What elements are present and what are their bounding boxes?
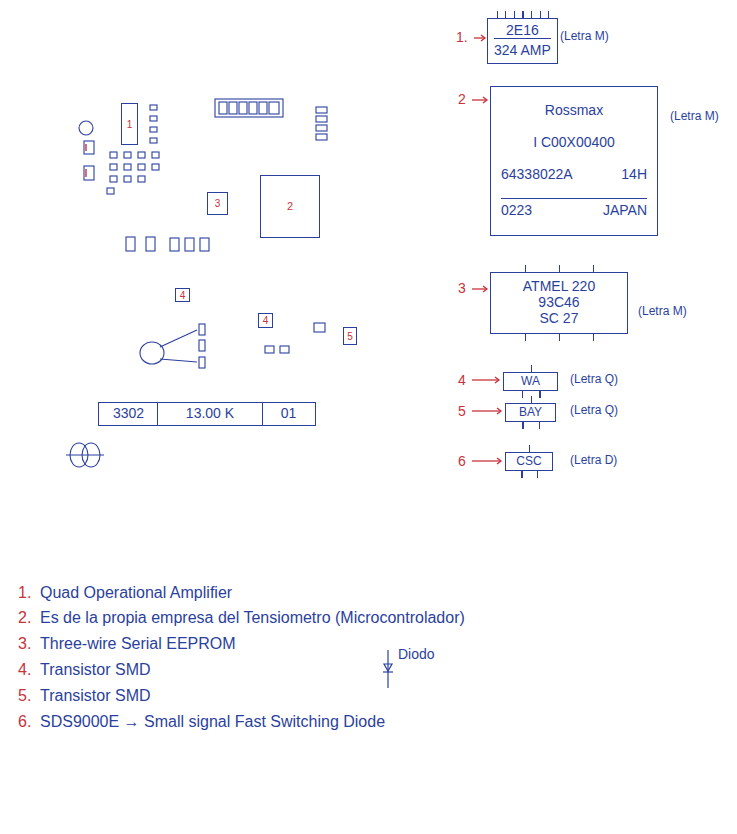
callout-number: 4 xyxy=(458,372,466,388)
chip-pin xyxy=(522,11,523,18)
callout-number: 5. xyxy=(18,687,31,705)
pcb-component: 4 xyxy=(175,288,190,302)
chip-marking: WA xyxy=(503,372,558,391)
note-text: Transistor SMD xyxy=(40,687,151,705)
chip-text: CSC xyxy=(516,455,541,468)
chip-text: BAY xyxy=(519,406,542,419)
chip-text: 14H xyxy=(621,167,647,182)
chip-pin xyxy=(514,11,515,18)
callout-number: 6. xyxy=(18,713,31,731)
diode-symbol xyxy=(383,650,393,688)
pcb-component: 2 xyxy=(260,175,320,238)
value-table: 330213.00 K01 xyxy=(98,402,316,426)
chip-text: 2E16 xyxy=(506,23,539,38)
note-text: Es de la propia empresa del Tensiometro … xyxy=(40,609,465,627)
callout-number: 3 xyxy=(458,280,466,296)
note-text: (Letra D) xyxy=(570,454,617,468)
chip-pin xyxy=(537,471,538,478)
chip-pin xyxy=(525,334,526,341)
note-text: Three-wire Serial EEPROM xyxy=(40,635,236,653)
chip-pin xyxy=(529,445,530,452)
callout-number: 5 xyxy=(458,403,466,419)
chip-text: I C00X00400 xyxy=(533,135,615,150)
note-text: (Letra M) xyxy=(638,305,687,319)
chip-pin xyxy=(531,11,532,18)
note-text: Transistor SMD xyxy=(40,661,151,679)
component-outline xyxy=(79,121,93,135)
chip-text: 0223 xyxy=(501,203,532,218)
chip-text: 64338022A xyxy=(501,167,573,182)
chip-pin xyxy=(539,391,540,398)
display-outline xyxy=(215,99,283,117)
chip-pin xyxy=(559,265,560,272)
chip-pin xyxy=(540,11,541,18)
chip-text: 93C46 xyxy=(538,295,579,310)
table-cell: 3302 xyxy=(100,403,157,424)
callout-number: 1 xyxy=(127,119,133,130)
pcb-component: 1 xyxy=(121,103,138,145)
chip-pin xyxy=(531,396,532,403)
callout-number: 6 xyxy=(458,453,466,469)
pcb-component: 3 xyxy=(207,192,228,215)
chip-text: SC 27 xyxy=(540,311,579,326)
chip-text: JAPAN xyxy=(603,203,647,218)
chip-pin xyxy=(548,11,549,18)
chip-text: WA xyxy=(521,375,540,388)
callout-number: 2. xyxy=(18,609,31,627)
chip-pin xyxy=(521,471,522,478)
chip-pin xyxy=(525,265,526,272)
chip-pin xyxy=(559,334,560,341)
chip-pin xyxy=(531,365,532,372)
chip-text: Rossmax xyxy=(545,103,603,118)
chip-pin xyxy=(593,334,594,341)
callout-number: 3. xyxy=(18,635,31,653)
note-text: Diodo xyxy=(398,646,435,662)
component-outline xyxy=(84,166,94,180)
callout-number: 2 xyxy=(458,91,466,107)
note-text: (Letra Q) xyxy=(570,373,618,387)
table-cell: 01 xyxy=(262,403,314,424)
chip-pin xyxy=(522,422,523,429)
chip-pin xyxy=(522,391,523,398)
callout-number: 1. xyxy=(456,29,468,45)
chip-pin xyxy=(505,11,506,18)
note-text: (Letra Q) xyxy=(570,404,618,418)
pcb-component: 5 xyxy=(343,327,357,345)
chip-text: ATMEL 220 xyxy=(523,279,595,294)
note-text: (Letra M) xyxy=(560,30,609,44)
chip-pin xyxy=(593,265,594,272)
callout-number: 2 xyxy=(287,200,293,212)
callout-number: 1. xyxy=(18,584,31,602)
chip-marking: BAY xyxy=(505,403,556,422)
chip-marking: CSC xyxy=(505,452,553,471)
chip-pin xyxy=(497,11,498,18)
chip-text: 324 AMP xyxy=(494,43,551,58)
callout-number: 4. xyxy=(18,661,31,679)
table-cell: 13.00 K xyxy=(157,403,262,424)
callout-number: 4 xyxy=(180,290,186,301)
component-outline xyxy=(84,141,94,154)
callout-number: 4 xyxy=(263,315,269,326)
callout-number: 3 xyxy=(215,198,221,209)
callout-number: 5 xyxy=(347,331,353,342)
chip-marking: 2E16 324 AMP xyxy=(487,18,558,64)
pointer-arrows xyxy=(472,35,501,464)
chip-marking: ATMEL 22093C46SC 27 xyxy=(490,272,628,334)
note-text: Quad Operational Amplifier xyxy=(40,584,232,602)
pcb-component: 4 xyxy=(258,313,273,328)
note-text: SDS9000E → Small signal Fast Switching D… xyxy=(40,713,385,731)
note-text: (Letra M) xyxy=(670,110,719,124)
chip-marking: Rossmax I C00X00400 64338022A 14H 0223 JAPAN xyxy=(490,86,658,236)
capacitor-outline xyxy=(140,342,164,364)
chip-pin xyxy=(539,422,540,429)
